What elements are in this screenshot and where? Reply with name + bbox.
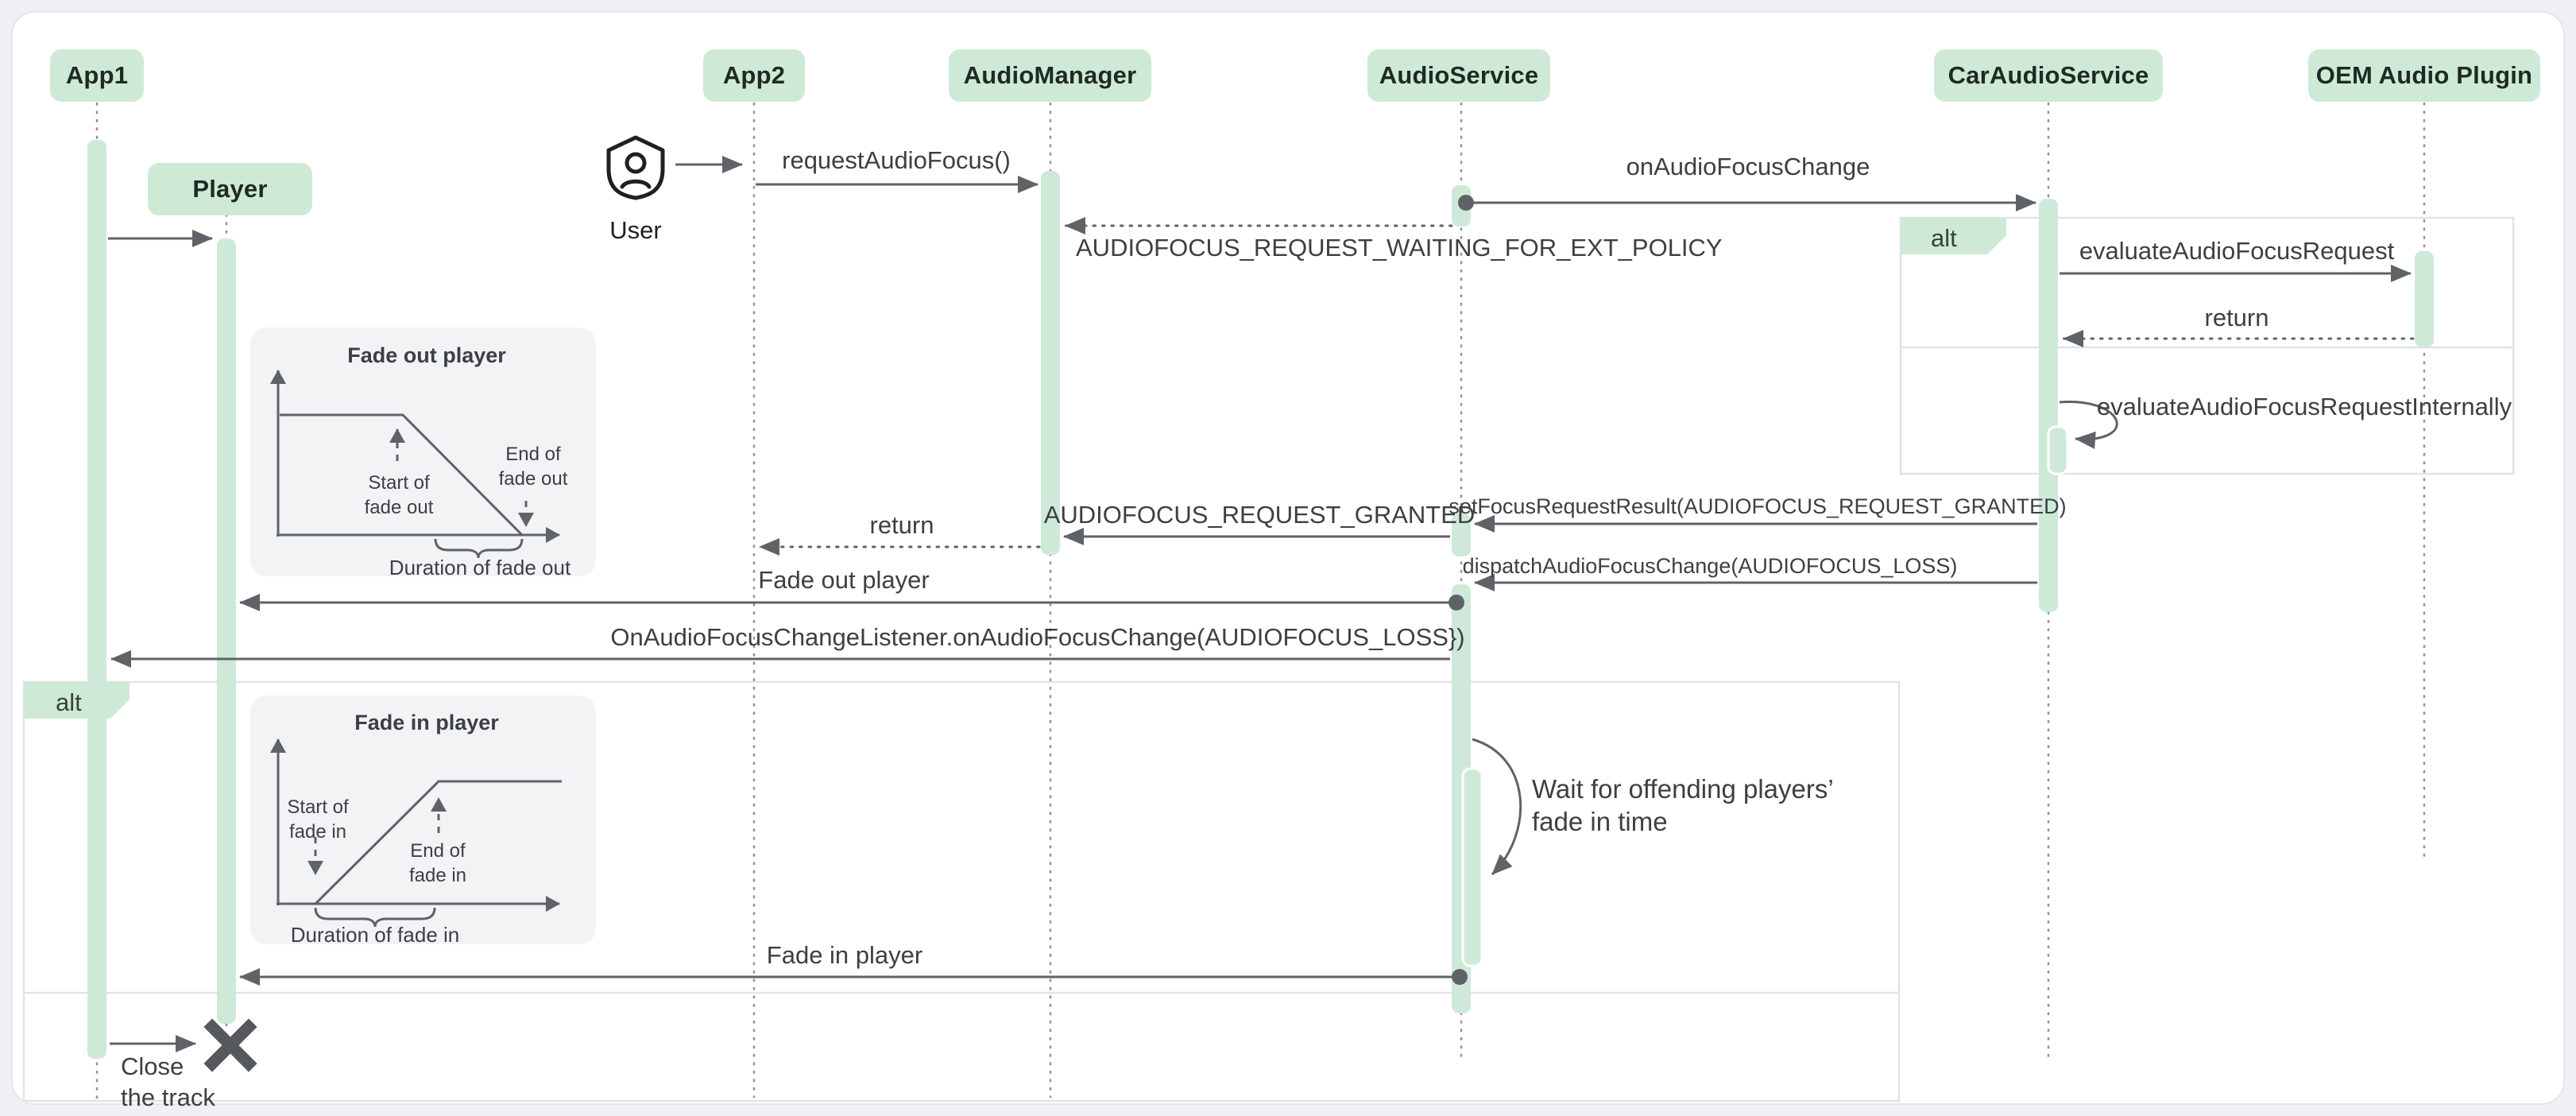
note-wait-line1: Wait for offending players’: [1532, 774, 1834, 804]
fade-in-chart-title: Fade in player: [354, 711, 499, 734]
msg-evaluate-internally: evaluateAudioFocusRequestInternally: [2096, 393, 2512, 420]
activation-caraudioservice: [2039, 199, 2058, 612]
fade-out-end-line1: End of: [505, 444, 561, 465]
msg-request-granted: AUDIOFOCUS_REQUEST_GRANTED: [1043, 501, 1476, 529]
fade-out-end-label: End of fade out: [499, 442, 568, 491]
participant-app1-label: App1: [65, 61, 129, 89]
fade-in-end-line2: fade in: [408, 865, 467, 887]
msg-close-line2: the track: [121, 1083, 215, 1111]
alt-fragment-left: [22, 680, 1901, 1102]
fade-out-start-label: Start of fade out: [365, 471, 434, 520]
activation-bars: [87, 140, 2434, 1059]
msg-fade-out-player: Fade out player: [758, 566, 930, 594]
msg-on-audio-focus-change: onAudioFocusChange: [1626, 153, 1870, 180]
participant-audiomanager-label: AudioManager: [963, 61, 1137, 89]
alt-fragment-right-tab: [1901, 218, 2006, 254]
activation-audioservice-2: [1452, 513, 1471, 556]
fade-in-end-label: End of fade in: [409, 839, 466, 888]
note-wait-line2: fade in time: [1532, 807, 1668, 836]
activation-caraudioservice-nested: [2047, 425, 2069, 475]
participant-caraudioservice-label: CarAudioService: [1947, 61, 2149, 89]
on-audio-focus-change-ball: [1458, 195, 1474, 211]
alt-fragment-right: [1899, 216, 2515, 475]
destroy-x-icon: [203, 1018, 257, 1072]
fade-out-chart-title: Fade out player: [347, 343, 506, 367]
alt-right-label: alt: [1931, 224, 1957, 252]
msg-on-focus-change-listener: OnAudioFocusChangeListener.onAudioFocusC…: [610, 623, 1465, 651]
participant-player-label: Player: [192, 175, 268, 203]
fade-in-start-line1: Start of: [287, 796, 349, 818]
fade-in-curve: [314, 780, 562, 905]
participant-audioservice: AudioService: [1367, 49, 1550, 102]
msg-close-line1: Close: [121, 1052, 184, 1080]
fade-out-player-ball: [1449, 595, 1464, 610]
participant-oem-audio-plugin-label: OEM Audio Plugin: [2315, 61, 2533, 89]
msg-fade-in-player: Fade in player: [766, 941, 923, 969]
msg-close-the-track: Close the track: [121, 1051, 215, 1113]
user-label: User: [609, 216, 662, 244]
fade-in-end-line1: End of: [410, 840, 466, 862]
fade-in-duration-brace: [314, 907, 436, 928]
fade-out-curve: [280, 413, 524, 537]
wait-loop-arrow: [1472, 738, 1522, 876]
msg-dispatch-focus-change: dispatchAudioFocusChange(AUDIOFOCUS_LOSS…: [1462, 554, 1958, 578]
fade-out-start-line2: fade out: [364, 497, 434, 519]
participant-app2: App2: [703, 49, 805, 102]
participant-audiomanager: AudioManager: [949, 49, 1151, 102]
activation-oem: [2415, 251, 2434, 347]
participant-app1: App1: [50, 49, 144, 102]
fade-out-duration-brace: [434, 538, 524, 559]
message-arrows: [108, 156, 2415, 1052]
note-wait-for-fade: Wait for offending players’ fade in time: [1532, 773, 1834, 838]
fade-in-start-label: Start of fade in: [287, 795, 348, 844]
fade-out-end-line2: fade out: [498, 468, 568, 490]
user-shield-icon: [606, 135, 665, 200]
activation-player: [217, 238, 236, 1024]
fade-out-start-line1: Start of: [368, 472, 430, 494]
fade-in-player-ball: [1452, 969, 1468, 985]
msg-set-focus-request-result: setFocusRequestResult(AUDIOFOCUS_REQUEST…: [1449, 494, 2067, 518]
msg-request-audio-focus: requestAudioFocus(): [782, 146, 1011, 174]
alt-left-label: alt: [56, 688, 82, 716]
activation-app1: [87, 140, 106, 1059]
msg-evaluate-audio-focus-request: evaluateAudioFocusRequest: [2079, 237, 2395, 265]
participant-caraudioservice: CarAudioService: [1934, 49, 2163, 102]
participant-oem-audio-plugin: OEM Audio Plugin: [2308, 49, 2540, 102]
evaluate-internally-self-arrow: [2059, 401, 2118, 449]
participant-app2-label: App2: [722, 61, 786, 89]
msg-waiting-ext-policy: AUDIOFOCUS_REQUEST_WAITING_FOR_EXT_POLIC…: [1076, 234, 1723, 262]
participant-audioservice-label: AudioService: [1379, 61, 1539, 89]
activation-audioservice-wait-nested: [1461, 767, 1483, 967]
msg-return-evaluate: return: [2204, 304, 2269, 331]
activation-audiomanager: [1041, 171, 1060, 555]
fade-in-duration-label: Duration of fade in: [290, 923, 460, 947]
fade-in-start-line2: fade in: [288, 821, 347, 843]
msg-return-to-app2: return: [869, 511, 934, 539]
participant-player: Player: [148, 163, 312, 215]
fade-in-chart-drawing: [270, 738, 562, 928]
fade-out-duration-label: Duration of fade out: [389, 556, 571, 579]
fade-out-chart-drawing: [270, 370, 560, 559]
